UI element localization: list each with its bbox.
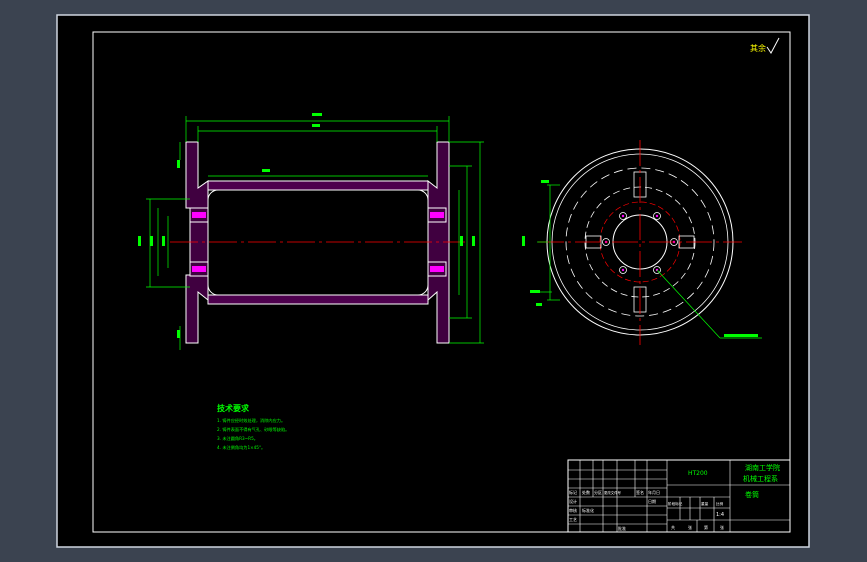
right-hub-top [427, 207, 447, 223]
roughness-text: 其余 [750, 43, 766, 53]
left-bolt-hole-top [192, 212, 206, 218]
drawing-sheet [56, 14, 810, 548]
section-dimensions [146, 116, 484, 350]
tech-req-item: 1. 铸件应经时效处理，消除内应力。 [217, 417, 285, 424]
part-name: 卷筒 [745, 490, 759, 499]
side-dimensions [537, 184, 762, 339]
sheet-count-label: 张 [720, 524, 724, 530]
people-label: 批准 [618, 525, 626, 531]
tech-req-item: 4. 未注倒角均为1×45°。 [217, 444, 265, 451]
change-label: 分区 [594, 489, 602, 495]
stage-label: 重量 [701, 501, 709, 506]
school-name: 湖南工学院 [745, 463, 780, 472]
people-label: 设计 [569, 498, 577, 504]
people-label: 标准化 [582, 507, 594, 513]
right-bolt-hole-bottom [430, 266, 444, 272]
people-label: 工艺 [569, 517, 577, 522]
change-label: 签名 [636, 489, 644, 495]
right-hub-bottom [427, 261, 447, 277]
right-bolt-hole-top [430, 212, 444, 218]
side-dimension-labels [522, 180, 758, 337]
change-label: 处数 [582, 489, 590, 495]
stage-label: 比例 [716, 501, 724, 506]
material: HT200 [688, 470, 708, 477]
sheet-count-label: 第 [704, 524, 708, 530]
title-block: 湖南工学院 机械工程系 卷筒 HT200 1:4 标记 处数 分区 更改文件号 … [567, 459, 791, 533]
side-view [522, 140, 762, 345]
change-label: 年月日 [648, 489, 660, 495]
people-label: 审核 [569, 507, 577, 513]
change-label: 更改文件号 [604, 490, 622, 495]
sheet-count-label: 张 [688, 524, 692, 530]
date-label: 日期 [648, 498, 656, 504]
drawing-frame [92, 31, 791, 533]
sheet-count-label: 共 [671, 524, 675, 530]
left-hub-bottom [189, 261, 209, 277]
tech-req-item: 3. 未注圆角R3~R5。 [217, 435, 258, 442]
technical-requirements: 技术要求 1. 铸件应经时效处理，消除内应力。 2. 铸件表面不得有气孔、砂眼等… [217, 403, 289, 451]
change-label: 标记 [569, 489, 577, 495]
tech-req-title: 技术要求 [217, 403, 250, 413]
drum-wall-top [207, 180, 429, 191]
roughness-check-icon [766, 37, 780, 54]
drum-dashed-circle [565, 167, 715, 317]
left-bolt-hole-bottom [192, 266, 206, 272]
department-name: 机械工程系 [743, 474, 778, 483]
surface-roughness-note: 其余 [750, 37, 780, 54]
stage-label: 阶段标记 [668, 501, 683, 506]
right-flange [427, 141, 450, 344]
inner-bore [207, 189, 429, 296]
tech-req-item: 2. 铸件表面不得有气孔、砂眼等缺陷。 [217, 426, 289, 433]
scale-value: 1:4 [716, 512, 724, 518]
dimension-labels [138, 113, 475, 338]
left-hub-top [189, 207, 209, 223]
section-view [138, 113, 484, 350]
drum-wall-bottom [207, 294, 429, 305]
